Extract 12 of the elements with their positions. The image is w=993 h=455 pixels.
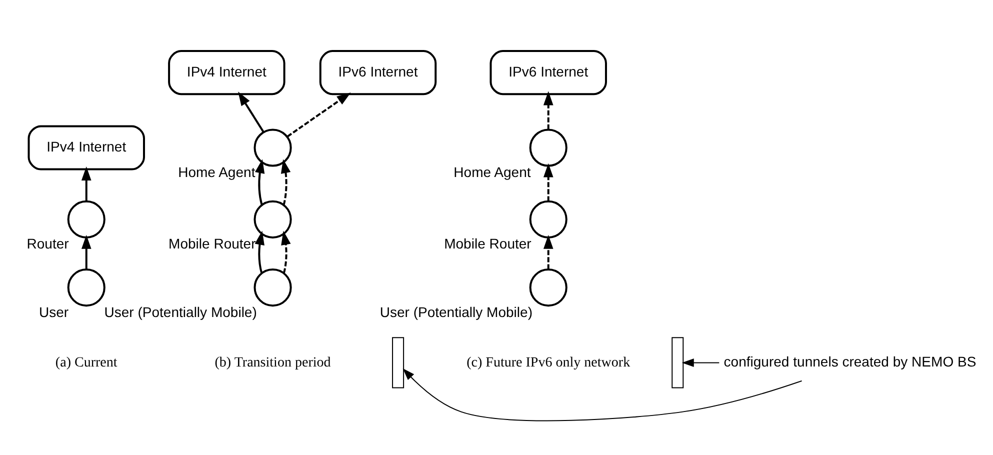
label: (c) Future IPv6 only network	[466, 354, 630, 370]
node-label: Home Agent	[454, 164, 531, 180]
node-label: Mobile Router	[444, 235, 532, 252]
node-label: Mobile Router	[168, 235, 256, 252]
node-label: User (Potentially Mobile)	[380, 303, 532, 320]
node-text: configured tunnels created by NEMO BS	[724, 352, 976, 369]
node-label: User	[39, 303, 69, 320]
label: (a) Current	[55, 354, 118, 370]
node-label: User (Potentially Mobile)	[104, 303, 257, 320]
node-label: Home Agent	[178, 164, 256, 180]
node-label: Router	[26, 235, 69, 252]
label: (b) Transition period	[214, 354, 331, 370]
